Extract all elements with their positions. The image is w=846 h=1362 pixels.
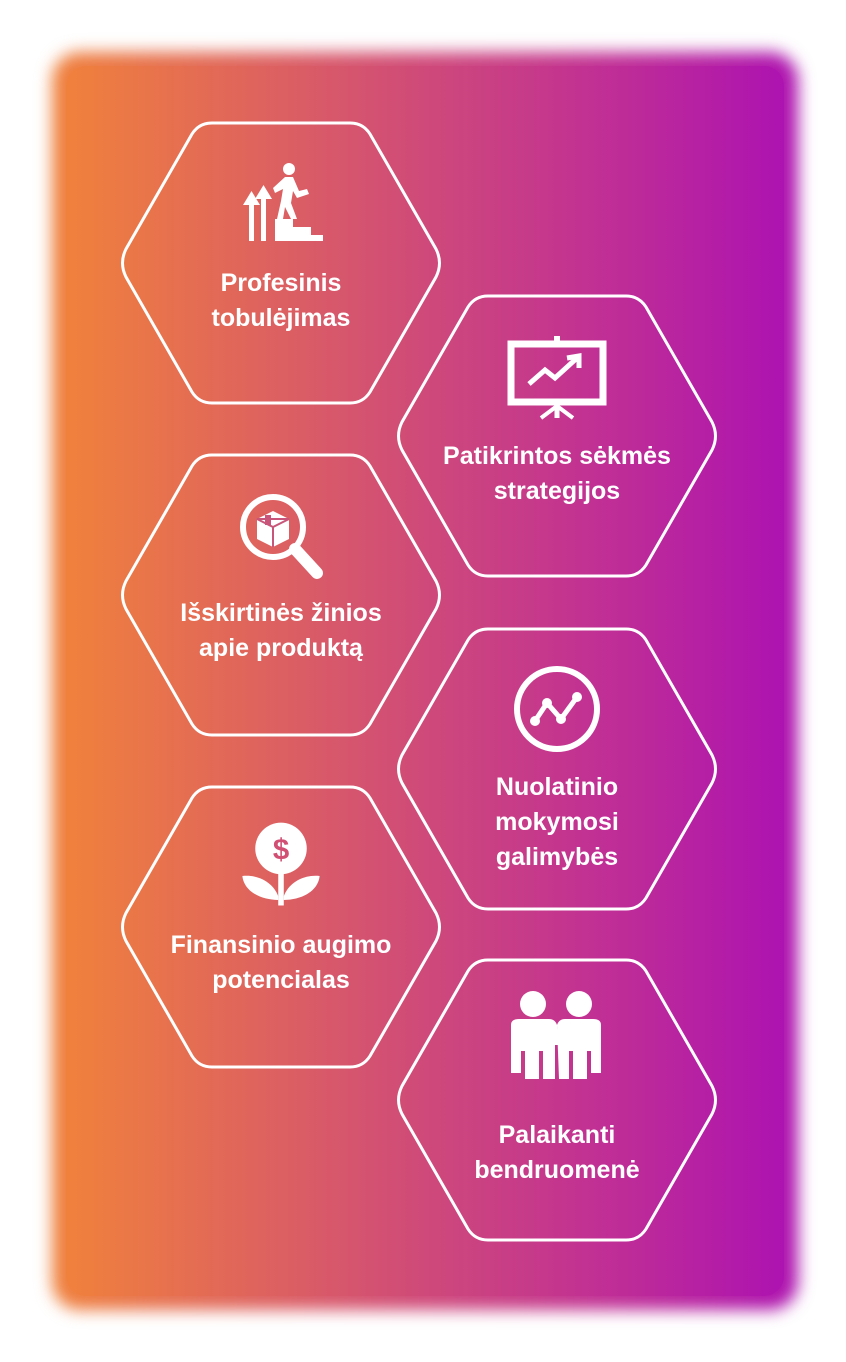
hexagon-label: Patikrintos sėkmės strategijos bbox=[426, 439, 688, 509]
hexagon-label: Nuolatinio mokymosi galimybės bbox=[426, 770, 688, 875]
product-search-icon bbox=[240, 494, 323, 579]
line-chart-circle-icon bbox=[514, 666, 600, 752]
label-line: Palaikanti bbox=[498, 1121, 616, 1149]
hexagon-label: Finansinio augimo potencialas bbox=[150, 928, 412, 998]
presentation-chart-icon bbox=[507, 336, 607, 420]
gradient-panel bbox=[66, 66, 784, 1296]
svg-text:$: $ bbox=[273, 833, 289, 866]
hexagon-outline bbox=[121, 121, 441, 405]
hexagon-continuous-learning: Nuolatinio mokymosi galimybės bbox=[396, 627, 718, 911]
hexagon-outline bbox=[397, 627, 717, 911]
growth-stairs-icon bbox=[243, 163, 323, 241]
hexagon-supportive-community: Palaikanti bendruomenė bbox=[396, 958, 718, 1242]
hexagon-outline bbox=[397, 958, 717, 1242]
hexagon-financial-growth: $ Finansinio augimo potencialas bbox=[120, 785, 442, 1069]
hexagon-label: Profesinis tobulėjimas bbox=[150, 266, 412, 336]
label-line: Finansinio augimo bbox=[170, 931, 392, 959]
label-line: galimybės bbox=[495, 843, 619, 871]
hexagon-proven-strategies: Patikrintos sėkmės strategijos bbox=[396, 294, 718, 578]
label-line: bendruomenė bbox=[474, 1156, 640, 1184]
hexagon-label: Palaikanti bendruomenė bbox=[426, 1118, 688, 1188]
label-line: tobulėjimas bbox=[211, 304, 351, 332]
hexagon-outline bbox=[397, 294, 717, 578]
label-line: strategijos bbox=[493, 477, 621, 505]
hexagon-outline bbox=[121, 453, 441, 737]
label-line: potencialas bbox=[212, 966, 350, 994]
money-flower-icon: $ bbox=[242, 822, 320, 906]
label-line: mokymosi bbox=[495, 808, 619, 836]
hexagon-outline bbox=[121, 785, 441, 1069]
label-line: Nuolatinio bbox=[495, 773, 619, 801]
hexagon-professional-growth: Profesinis tobulėjimas bbox=[120, 121, 442, 405]
people-icon bbox=[511, 991, 601, 1079]
label-line: Išskirtinės žinios bbox=[180, 599, 382, 627]
label-line: Patikrintos sėkmės bbox=[443, 442, 671, 470]
label-line: Profesinis bbox=[220, 269, 342, 297]
label-line: apie produktą bbox=[199, 634, 363, 662]
hexagon-product-knowledge: Išskirtinės žinios apie produktą bbox=[120, 453, 442, 737]
hexagon-label: Išskirtinės žinios apie produktą bbox=[150, 596, 412, 666]
